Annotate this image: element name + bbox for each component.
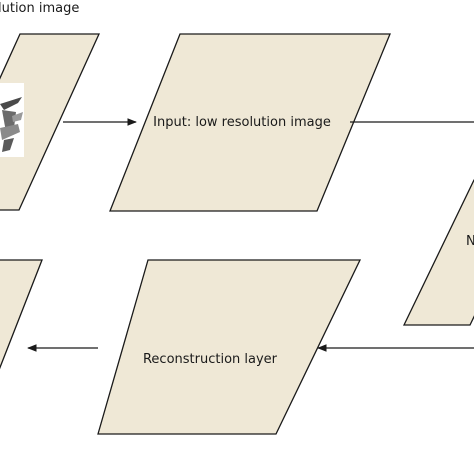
input-label: Input: low resolution image — [153, 115, 331, 130]
right-parallelogram-label: N — [466, 234, 474, 249]
caption-text: lution image — [0, 1, 79, 16]
reconstruction-parallelogram — [97, 259, 362, 435]
airplane-thumbnail-icon — [0, 83, 24, 157]
left-top-parallelogram — [0, 33, 101, 211]
right-parallelogram — [402, 179, 474, 326]
left-bottom-parallelogram — [0, 259, 43, 370]
input-parallelogram — [109, 33, 391, 212]
reconstruction-label: Reconstruction layer — [143, 352, 278, 367]
